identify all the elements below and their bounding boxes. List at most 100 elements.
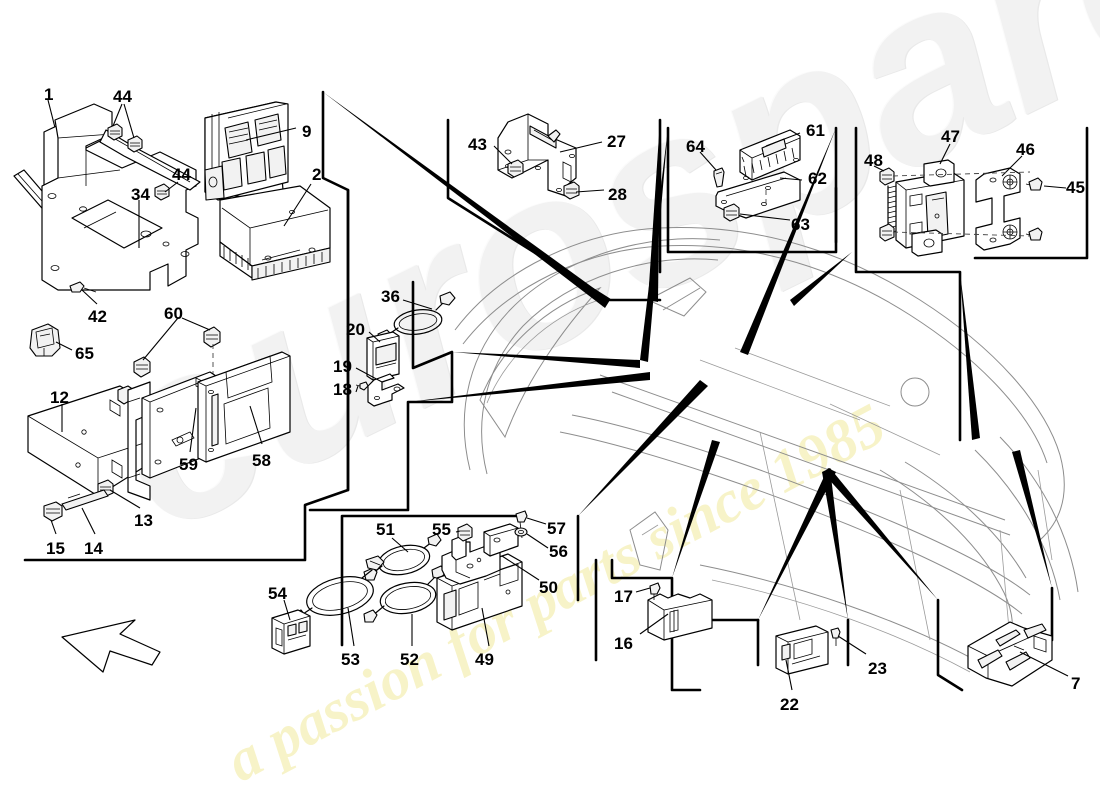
callout-44b: 44 [172, 165, 191, 184]
callout-19: 19 [333, 357, 352, 376]
leader-44a [112, 103, 123, 127]
callout-52: 52 [400, 650, 419, 669]
leader-36 [402, 299, 433, 310]
leader-59 [189, 407, 197, 453]
callout-34: 34 [131, 185, 150, 204]
leader-19 [355, 367, 383, 383]
callout-16: 16 [614, 634, 633, 653]
leader-61 [765, 132, 801, 147]
part-9-relay-carrier [204, 101, 289, 201]
leader-27 [559, 141, 603, 153]
callout-42: 42 [88, 307, 107, 326]
callout-20: 20 [346, 320, 365, 339]
leader-51 [391, 537, 409, 553]
callout-1: 1 [44, 85, 54, 104]
leader-48 [873, 165, 885, 172]
callout-58: 58 [252, 451, 271, 470]
callout-28: 28 [608, 185, 627, 204]
leader-18 [355, 385, 359, 393]
part-48-nuts [879, 167, 895, 242]
leader-42 [81, 289, 98, 305]
callout-7: 7 [1071, 674, 1081, 693]
part-46-mounting-plate [975, 167, 1021, 251]
callout-64: 64 [686, 137, 705, 156]
callout-56: 56 [549, 542, 568, 561]
callout-15: 15 [46, 539, 65, 558]
leader-17 [635, 587, 651, 593]
part-58-engine-control-unit [197, 351, 291, 463]
callout-23: 23 [868, 659, 887, 678]
part-20-sensor-module [366, 331, 400, 381]
callout-57: 57 [547, 519, 566, 538]
callout-49: 49 [475, 650, 494, 669]
part-56-washer [514, 527, 528, 537]
leader-2 [283, 183, 312, 227]
leader-13 [109, 489, 141, 509]
leader-50 [501, 555, 540, 581]
callout-46: 46 [1016, 140, 1035, 159]
leader-20 [368, 331, 381, 343]
leader-44c [164, 181, 179, 193]
callout-53: 53 [341, 650, 360, 669]
part-34-carrier-bracket [41, 103, 201, 291]
leader-55 [455, 530, 461, 533]
callout-59: 59 [179, 455, 198, 474]
leader-15 [50, 519, 57, 535]
part-47-ecu-module [887, 159, 965, 257]
part-23-screw [830, 627, 841, 646]
leader-45 [1043, 185, 1067, 189]
callout-17: 17 [614, 587, 633, 606]
part-45-screws [1025, 177, 1043, 241]
leader-23 [837, 635, 867, 655]
callout-36: 36 [381, 287, 400, 306]
callout-22: 22 [780, 695, 799, 714]
leader-43 [493, 145, 513, 165]
leader-16 [639, 613, 669, 635]
part-65-cable-clip [29, 323, 61, 357]
part-27-bracket-large [497, 113, 577, 197]
parts-13-14-15-fasteners [43, 479, 114, 522]
leader-56 [526, 533, 549, 549]
callout-9: 9 [302, 122, 312, 141]
callout-14: 14 [84, 539, 103, 558]
callout-55: 55 [432, 520, 451, 539]
callout-65: 65 [75, 344, 94, 363]
callout-63: 63 [791, 215, 810, 234]
leader-57 [526, 517, 547, 525]
callout-44a: 44 [113, 87, 132, 106]
callout-18: 18 [333, 380, 352, 399]
part-42-bolt [69, 281, 97, 293]
callout-43: 43 [468, 135, 487, 154]
leader-62 [779, 177, 803, 181]
leader-7 [1019, 651, 1069, 677]
part-7-connector-block [967, 621, 1053, 687]
callout-tapers [323, 92, 1052, 620]
callout-13: 13 [134, 511, 153, 530]
part-50-amplifier-bracket [441, 523, 519, 585]
part-17-screw [649, 582, 661, 600]
callout-54: 54 [268, 584, 287, 603]
leader-63 [739, 213, 791, 221]
leader-22 [785, 659, 793, 691]
callout-60: 60 [164, 304, 183, 323]
callout-61: 61 [806, 121, 825, 140]
leader-9 [245, 127, 297, 141]
part-55-nut [457, 523, 473, 542]
part-63-nut [723, 203, 740, 222]
leader-14 [81, 507, 96, 535]
part-64-screw [713, 167, 725, 188]
part-44-grommets [107, 123, 170, 201]
callout-50: 50 [539, 578, 558, 597]
part-18-screw [355, 381, 369, 391]
leader-60a [142, 317, 179, 361]
leader-49 [481, 607, 490, 647]
callout-12: 12 [50, 388, 69, 407]
callout-62: 62 [808, 169, 827, 188]
leader-64 [699, 151, 717, 171]
callout-48: 48 [864, 151, 883, 170]
part-16-small-module [647, 593, 713, 641]
callout-47: 47 [941, 127, 960, 146]
leader-28 [575, 189, 605, 193]
callout-2: 2 [312, 165, 322, 184]
